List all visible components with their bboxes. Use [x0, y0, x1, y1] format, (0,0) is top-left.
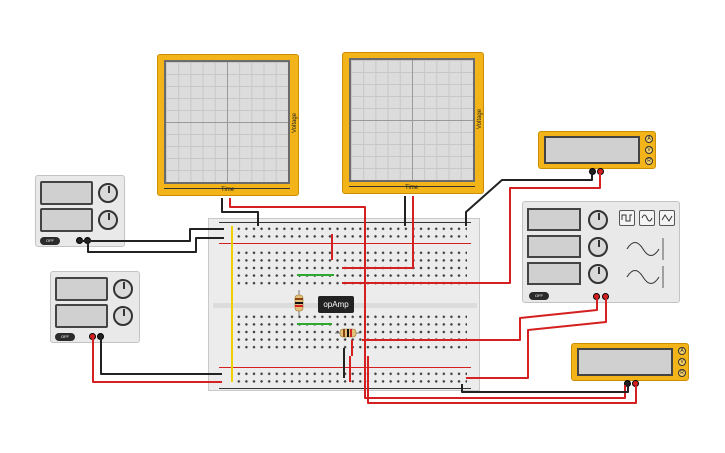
psu1-black-wire-2 [87, 237, 224, 253]
meter-display [544, 136, 640, 164]
sine-wave-icon[interactable] [639, 210, 655, 226]
resistor-input[interactable] [335, 327, 361, 339]
oscilloscope-1[interactable]: Time Voltage [157, 54, 299, 196]
offset-knob[interactable] [588, 264, 608, 284]
multimeter-1[interactable]: A V R [538, 131, 656, 169]
frequency-knob[interactable] [588, 210, 608, 230]
frequency-display [527, 208, 581, 231]
oscilloscope-screen [349, 58, 475, 182]
function-generator[interactable]: OFF [522, 201, 680, 303]
bottom-negative-rail-line [219, 388, 471, 389]
meter1-red-wire [342, 172, 601, 284]
power-supply-2[interactable]: OFF [50, 271, 140, 343]
power-supply-1[interactable]: OFF [35, 175, 125, 247]
waveform-amplitude-diagram [626, 238, 664, 260]
oscilloscope-screen [164, 60, 290, 184]
top-positive-rail-line [219, 243, 471, 244]
oscilloscope-2[interactable]: Time Voltage [342, 52, 484, 194]
power-off-button[interactable]: OFF [529, 292, 549, 300]
ohmmeter-mode-button[interactable]: R [645, 157, 653, 165]
chip-label: opAmp [323, 300, 349, 309]
time-axis-label: Time [405, 185, 419, 191]
current-display [40, 208, 93, 232]
ohmmeter-mode-button[interactable]: R [678, 369, 686, 377]
resistor-feedback[interactable] [293, 290, 305, 316]
square-wave-icon[interactable] [619, 210, 635, 226]
meter2-red-wire [367, 356, 637, 404]
scope2-red-probe [342, 196, 414, 269]
offset-display [527, 262, 581, 285]
ammeter-mode-button[interactable]: A [645, 135, 653, 143]
psu2-black-wire [100, 337, 222, 375]
amplitude-display [527, 235, 581, 258]
meter-display [577, 348, 673, 376]
ammeter-mode-button[interactable]: A [678, 347, 686, 355]
top-rail-holes [235, 225, 467, 241]
power-off-button[interactable]: OFF [40, 237, 60, 245]
voltmeter-mode-button[interactable]: V [645, 146, 653, 154]
top-negative-rail-line [219, 222, 471, 223]
voltage-display [40, 181, 93, 205]
time-axis [349, 186, 475, 187]
psu1-black-wire [80, 228, 224, 242]
waveform-offset-diagram [626, 266, 664, 288]
triangle-wave-icon[interactable] [659, 210, 675, 226]
amplitude-knob[interactable] [588, 237, 608, 257]
scope1-black-probe [221, 198, 259, 226]
current-knob[interactable] [98, 210, 118, 230]
voltmeter-mode-button[interactable]: V [678, 358, 686, 366]
voltage-knob[interactable] [98, 183, 118, 203]
voltage-knob[interactable] [113, 279, 133, 299]
meter2-black-wire [461, 384, 629, 393]
opamp-chip[interactable]: opAmp [318, 296, 354, 313]
time-axis [164, 188, 290, 189]
meter1-black-wire [465, 172, 593, 226]
fgen-red-wire-2 [466, 297, 607, 379]
current-knob[interactable] [113, 306, 133, 326]
current-display [55, 304, 108, 328]
psu2-red-wire [92, 337, 222, 383]
scope1-red-probe [229, 198, 626, 399]
voltage-display [55, 277, 108, 301]
power-off-button[interactable]: OFF [55, 333, 75, 341]
time-axis-label: Time [221, 187, 235, 193]
fgen-red-wire [362, 297, 598, 341]
